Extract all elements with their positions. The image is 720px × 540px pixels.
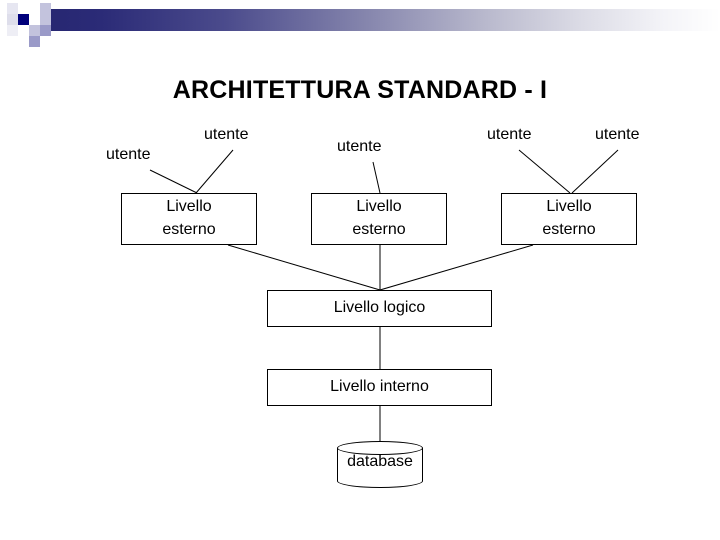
mosaic-square-9	[7, 25, 18, 36]
header-decoration	[0, 0, 720, 47]
mosaic-square-3	[29, 3, 40, 14]
utente-left-outer-label: utente	[106, 146, 151, 163]
mosaic-square-11	[29, 25, 40, 36]
connector-esterno-right-to-logico	[379, 244, 534, 291]
livello-esterno-right-line1: Livello	[546, 198, 592, 216]
livello-esterno-right-box: Livello esterno	[501, 193, 637, 245]
mosaic-square-7	[29, 14, 40, 25]
mosaic-square-14	[29, 36, 40, 47]
utente-right-outer: utente	[595, 126, 639, 144]
mosaic-square-10	[18, 25, 29, 36]
mosaic-square-15	[40, 36, 51, 47]
livello-esterno-left-line1: Livello	[166, 198, 212, 216]
database-cylinder-top	[337, 441, 423, 455]
livello-esterno-left-line2: esterno	[162, 221, 216, 238]
livello-esterno-right-line2: esterno	[542, 221, 596, 238]
utente-left-outer: utente	[106, 146, 150, 164]
connector-utente-left-outer	[149, 169, 198, 194]
mosaic-square-6	[18, 14, 29, 25]
utente-center-label: utente	[337, 138, 382, 155]
utente-right-outer-label: utente	[595, 126, 640, 143]
connector-utente-center	[372, 161, 381, 194]
livello-interno-label: Livello interno	[330, 378, 429, 396]
mosaic-square-5	[7, 14, 18, 25]
connector-utente-right-outer	[571, 149, 619, 194]
header-gradient-bar	[33, 9, 720, 31]
database-cylinder: database	[337, 441, 423, 488]
utente-left-inner: utente	[204, 126, 248, 144]
connector-utente-right-inner	[518, 149, 571, 194]
livello-logico-label: Livello logico	[333, 299, 426, 317]
mosaic-square-13	[18, 36, 29, 47]
connector-utente-left-inner	[195, 149, 234, 194]
livello-logico-box: Livello logico	[267, 290, 492, 327]
utente-right-inner-label: utente	[487, 126, 532, 143]
utente-right-inner: utente	[487, 126, 531, 144]
mosaic-square-1	[7, 3, 18, 14]
utente-left-inner-label: utente	[204, 126, 249, 143]
livello-esterno-center-line1: Livello	[356, 198, 402, 216]
page-title: ARCHITETTURA STANDARD - I	[172, 76, 548, 104]
mosaic-square-12	[40, 25, 51, 36]
livello-interno-box: Livello interno	[267, 369, 492, 406]
livello-esterno-left-box: Livello esterno	[121, 193, 257, 245]
mosaic-square-8	[40, 14, 51, 25]
mosaic-square-4	[40, 3, 51, 14]
database-label: database	[347, 453, 413, 470]
livello-esterno-center-line2: esterno	[352, 221, 406, 238]
connector-esterno-left-to-logico	[227, 244, 381, 291]
mosaic-square-2	[18, 3, 29, 14]
utente-center: utente	[337, 138, 381, 156]
livello-esterno-center-box: Livello esterno	[311, 193, 447, 245]
